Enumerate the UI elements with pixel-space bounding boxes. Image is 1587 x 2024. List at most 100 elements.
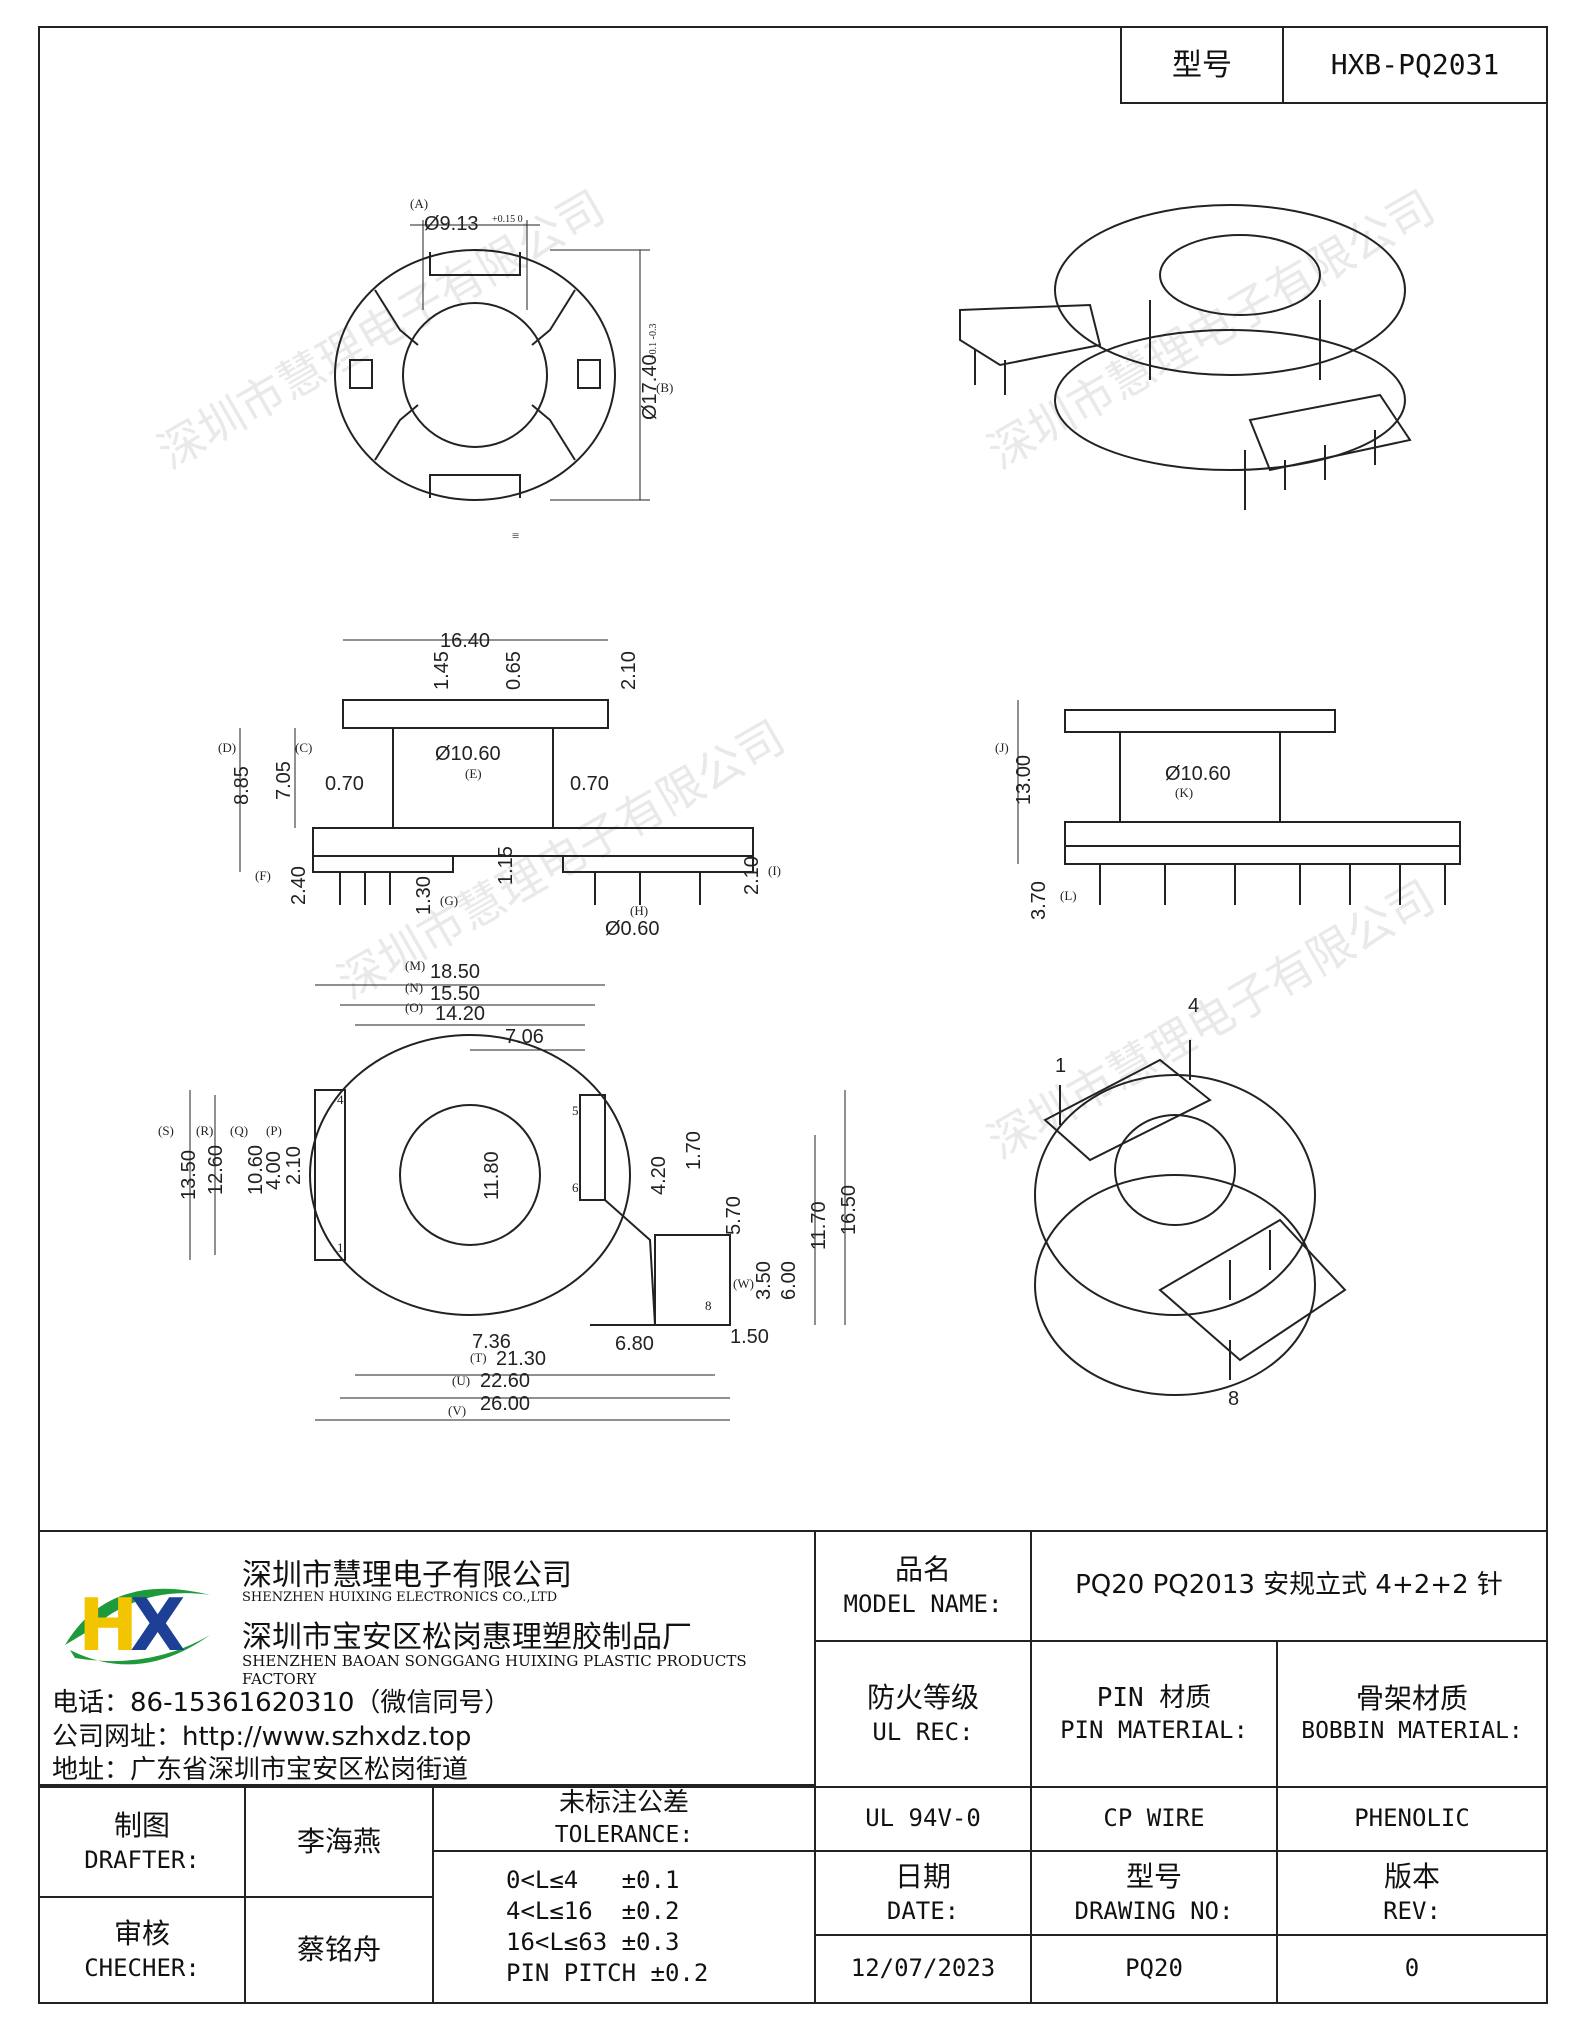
dim-a-tag: (A) — [410, 196, 428, 211]
bottom-h-3-50: 3.50 — [753, 1261, 775, 1300]
dim-a-value: Ø9.13 — [424, 213, 478, 235]
side-tag-k: (K) — [1175, 785, 1193, 800]
factory-name-en: SHENZHEN BAOAN SONGGANG HUIXING PLASTIC … — [242, 1652, 747, 1688]
iso-top-hole — [1159, 234, 1321, 316]
drafter-label: 制图 DRAFTER: — [38, 1786, 246, 1898]
logo-swoosh-bottom — [70, 1635, 210, 1665]
ul-label: 防火等级 UL REC: — [814, 1640, 1032, 1788]
watermarks: 深圳市慧理电子有限公司 深圳市慧理电子有限公司 深圳市慧理电子有限公司 深圳市慧… — [149, 180, 1444, 1170]
tolerance-en: TOLERANCE: — [554, 1821, 694, 1848]
bottom-h-13-50: 13.50 — [178, 1150, 200, 1200]
top-view-right-tab — [577, 359, 601, 389]
bottom-tag-r: (R) — [196, 1123, 213, 1138]
pin-material-value: CP WIRE — [1030, 1786, 1278, 1852]
bottom-right-base — [654, 1234, 731, 1326]
rev-value: 0 — [1276, 1934, 1548, 2004]
rev-label: 版本 REV: — [1276, 1850, 1548, 1936]
bobbin-material-label: 骨架材质 BOBBIN MATERIAL: — [1276, 1640, 1548, 1788]
bottom-h-5-70: 5.70 — [723, 1196, 745, 1235]
bobbin-material-value: PHENOLIC — [1276, 1786, 1548, 1852]
front-w-0-70-right: 0.70 — [570, 773, 609, 795]
drawing-cn: 型号 — [1125, 1860, 1182, 1894]
company-address: 地址：广东省深圳市宝安区松岗街道 — [52, 1755, 469, 1785]
bottom-w-26-00: 26.00 — [480, 1393, 530, 1415]
ul-value-text: UL 94V-0 — [865, 1804, 981, 1833]
bottom-w-1-50: 1.50 — [730, 1326, 769, 1348]
top-view-notch-bot — [429, 474, 521, 498]
front-h-1-15: 1.15 — [495, 846, 517, 885]
bottom-w-6-80: 6.80 — [615, 1333, 654, 1355]
dim-b-tol: +0.1 -0.3 — [648, 324, 659, 360]
side-h-3-70: 3.70 — [1028, 881, 1050, 920]
top-view-slot-br — [531, 404, 576, 461]
front-tag-h: (H) — [630, 903, 648, 918]
front-view — [239, 639, 754, 905]
front-d-10-60: Ø10.60 — [435, 743, 501, 765]
bottom-tag-u: (U) — [452, 1373, 470, 1388]
dim-a-tol: +0.15 0 — [492, 214, 523, 225]
bottom-h-6-00: 6.00 — [778, 1261, 800, 1300]
side-view — [1017, 700, 1461, 905]
front-h-2-10-b: 2.10 — [741, 856, 763, 895]
header-model-label: 型号 — [1120, 26, 1284, 104]
logo-h: H — [78, 1583, 138, 1667]
dim-b-value: Ø17.40 — [639, 354, 661, 420]
bottom-tag-m: (M) — [405, 958, 425, 973]
pin-mat-en: PIN MATERIAL: — [1060, 1716, 1248, 1745]
company-name-en: SHENZHEN HUIXING ELECTRONICS CO.,LTD — [242, 1590, 558, 1605]
dim-b-tag: (B) — [656, 380, 673, 395]
bottom-w-18-50: 18.50 — [430, 961, 480, 983]
tolerance-cn: 未标注公差 — [558, 1788, 689, 1819]
side-base — [1064, 845, 1461, 865]
iso-b-pin-label-8: 8 — [1228, 1388, 1239, 1410]
bottom-h-1-70: 1.70 — [683, 1131, 705, 1170]
model-name-value-text: PQ20 PQ2013 安规立式 4+2+2 针 — [1075, 1570, 1503, 1601]
iso-view-top — [959, 204, 1412, 510]
checker-name: 蔡铭舟 — [244, 1896, 434, 2004]
model-name-en: MODEL NAME: — [843, 1589, 1003, 1618]
model-name-value: PQ20 PQ2013 安规立式 4+2+2 针 — [1030, 1530, 1548, 1642]
company-phone: 电话：86-15361620310（微信同号） — [52, 1688, 511, 1718]
rev-en: REV: — [1383, 1896, 1441, 1925]
header-model-label-text: 型号 — [1172, 47, 1232, 83]
ul-en: UL REC: — [872, 1717, 974, 1746]
drafter-name-text: 李海燕 — [296, 1824, 381, 1858]
bottom-h-10-60: 10.60 — [245, 1145, 267, 1195]
bottom-h-4-00: 4.00 — [263, 1151, 285, 1190]
iso-b-pin-label-1: 1 — [1055, 1055, 1066, 1077]
bottom-w-7-06: 7.06 — [505, 1026, 544, 1048]
checker-en: CHECHER: — [84, 1953, 200, 1982]
bottom-flange — [309, 1034, 631, 1316]
bottom-pin-6: 6 — [572, 1180, 579, 1195]
pin-material-label: PIN 材质 PIN MATERIAL: — [1030, 1640, 1278, 1788]
iso-b-flange-top — [1034, 1074, 1316, 1316]
iso-right-arm — [1248, 393, 1412, 472]
bottom-tag-v: (V) — [448, 1403, 466, 1418]
iso-left-arm — [959, 303, 1102, 367]
front-w-16-40: 16.40 — [440, 630, 490, 652]
bottom-h-4-20: 4.20 — [648, 1156, 670, 1195]
bobbin-value-text: PHENOLIC — [1354, 1804, 1470, 1833]
bottom-tag-p: (P) — [266, 1123, 282, 1138]
company-website: 公司网址：http://www.szhxdz.top — [52, 1722, 472, 1752]
top-view-slot-tr — [531, 289, 576, 346]
front-tag-f: (F) — [255, 868, 271, 883]
technical-drawing: 深圳市慧理电子有限公司 深圳市慧理电子有限公司 深圳市慧理电子有限公司 深圳市慧… — [149, 180, 1461, 1421]
bottom-tag-q: (Q) — [230, 1123, 248, 1138]
checker-cn: 审核 — [113, 1917, 170, 1951]
bottom-w-15-50: 15.50 — [430, 983, 480, 1005]
company-name-cn: 深圳市慧理电子有限公司 — [242, 1558, 572, 1593]
company-panel: H X 深圳市慧理电子有限公司 SHENZHEN HUIXING ELECTRO… — [38, 1530, 816, 1786]
checker-name-text: 蔡铭舟 — [296, 1932, 381, 1966]
bottom-tag-n: (N) — [405, 980, 423, 995]
bottom-tag-s: (S) — [158, 1123, 174, 1138]
front-h-2-40: 2.40 — [288, 866, 310, 905]
iso-b-flange-bot — [1034, 1174, 1316, 1396]
front-tag-e: (E) — [465, 766, 482, 781]
ul-cn: 防火等级 — [866, 1681, 979, 1715]
top-view-notch-top — [429, 252, 521, 276]
top-view-slot-bl — [374, 404, 419, 461]
date-label: 日期 DATE: — [814, 1850, 1032, 1936]
bottom-w-7-36: 7.36 — [472, 1331, 511, 1353]
bottom-h-11-70: 11.70 — [808, 1201, 830, 1250]
